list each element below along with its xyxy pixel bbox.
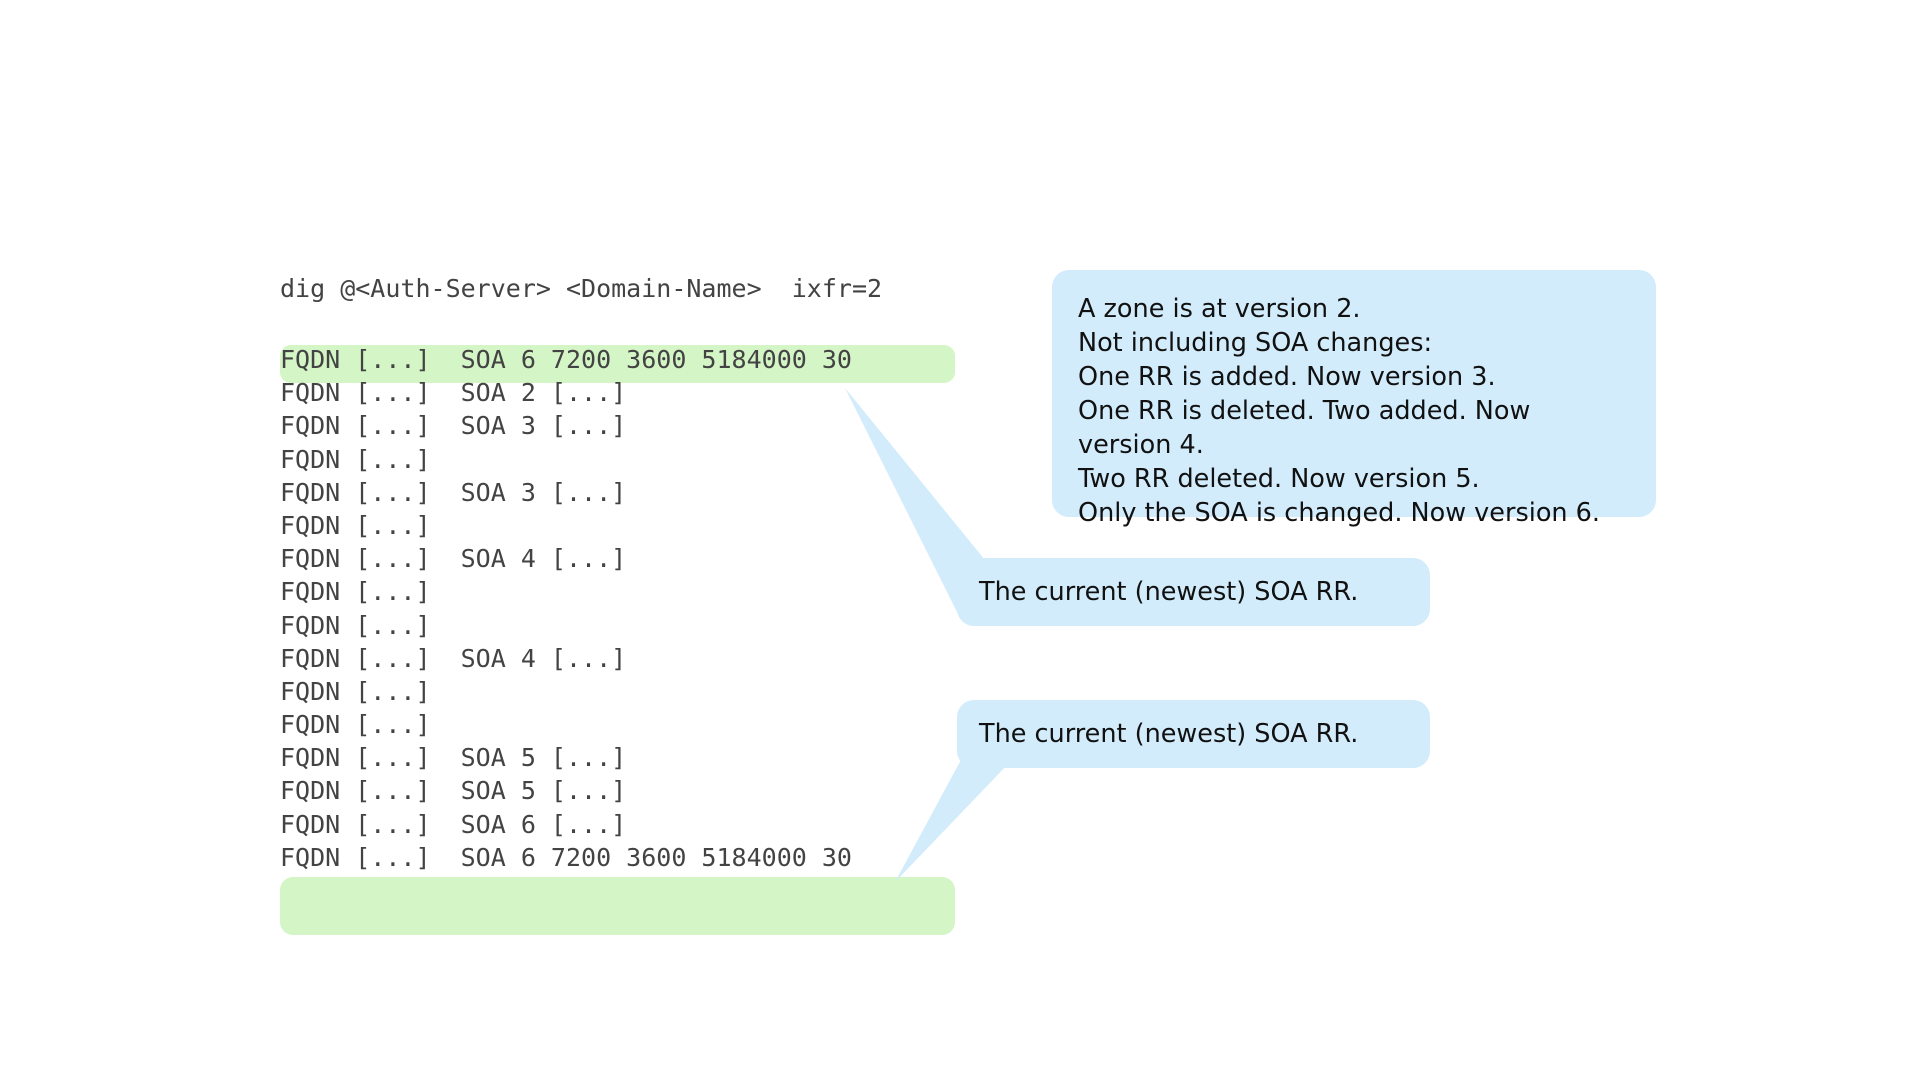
resource-record-line: FQDN [...] SOA 3 [...] — [280, 477, 627, 507]
resource-record-line: FQDN [...] SOA 2 [...] — [280, 378, 627, 408]
resource-record-line: FQDN [...] SOA 5 [...] — [280, 743, 627, 773]
callout-current-soa-top: The current (newest) SOA RR. — [957, 558, 1430, 626]
resource-record-line: FQDN [...] — [280, 710, 431, 740]
callout-current-soa-bottom-text: The current (newest) SOA RR. — [979, 719, 1359, 749]
resource-record-line: FQDN [...] SOA 5 [...] — [280, 776, 627, 806]
resource-record-line: FQDN [...] — [280, 577, 431, 607]
first-soa-highlight-band — [280, 345, 955, 383]
resource-record-line: FQDN [...] SOA 3 [...] — [280, 411, 627, 441]
resource-record-line: FQDN [...] — [280, 444, 431, 474]
callout-current-soa-top-text: The current (newest) SOA RR. — [979, 577, 1359, 607]
dig-command-line: dig @<Auth-Server> <Domain-Name> ixfr=2 — [280, 274, 883, 303]
last-soa-highlight-band — [280, 877, 955, 935]
callout-zone-versions: A zone is at version 2. Not including SO… — [1052, 270, 1656, 528]
callout-current-soa-bottom: The current (newest) SOA RR. — [957, 700, 1430, 768]
resource-record-line: FQDN [...] — [280, 510, 431, 540]
resource-record-line: FQDN [...] SOA 6 7200 3600 5184000 30 — [280, 842, 852, 872]
resource-record-line: FQDN [...] SOA 4 [...] — [280, 643, 627, 673]
resource-record-line: FQDN [...] — [280, 610, 431, 640]
terminal-output: dig @<Auth-Server> <Domain-Name> ixfr=2 … — [280, 272, 1040, 874]
resource-record-line: FQDN [...] SOA 4 [...] — [280, 544, 627, 574]
resource-record-line: FQDN [...] SOA 6 7200 3600 5184000 30 — [280, 345, 852, 374]
callout-zone-versions-text: A zone is at version 2. Not including SO… — [1078, 294, 1601, 528]
resource-record-line: FQDN [...] SOA 6 [...] — [280, 809, 627, 839]
resource-record-line: FQDN [...] — [280, 676, 431, 706]
